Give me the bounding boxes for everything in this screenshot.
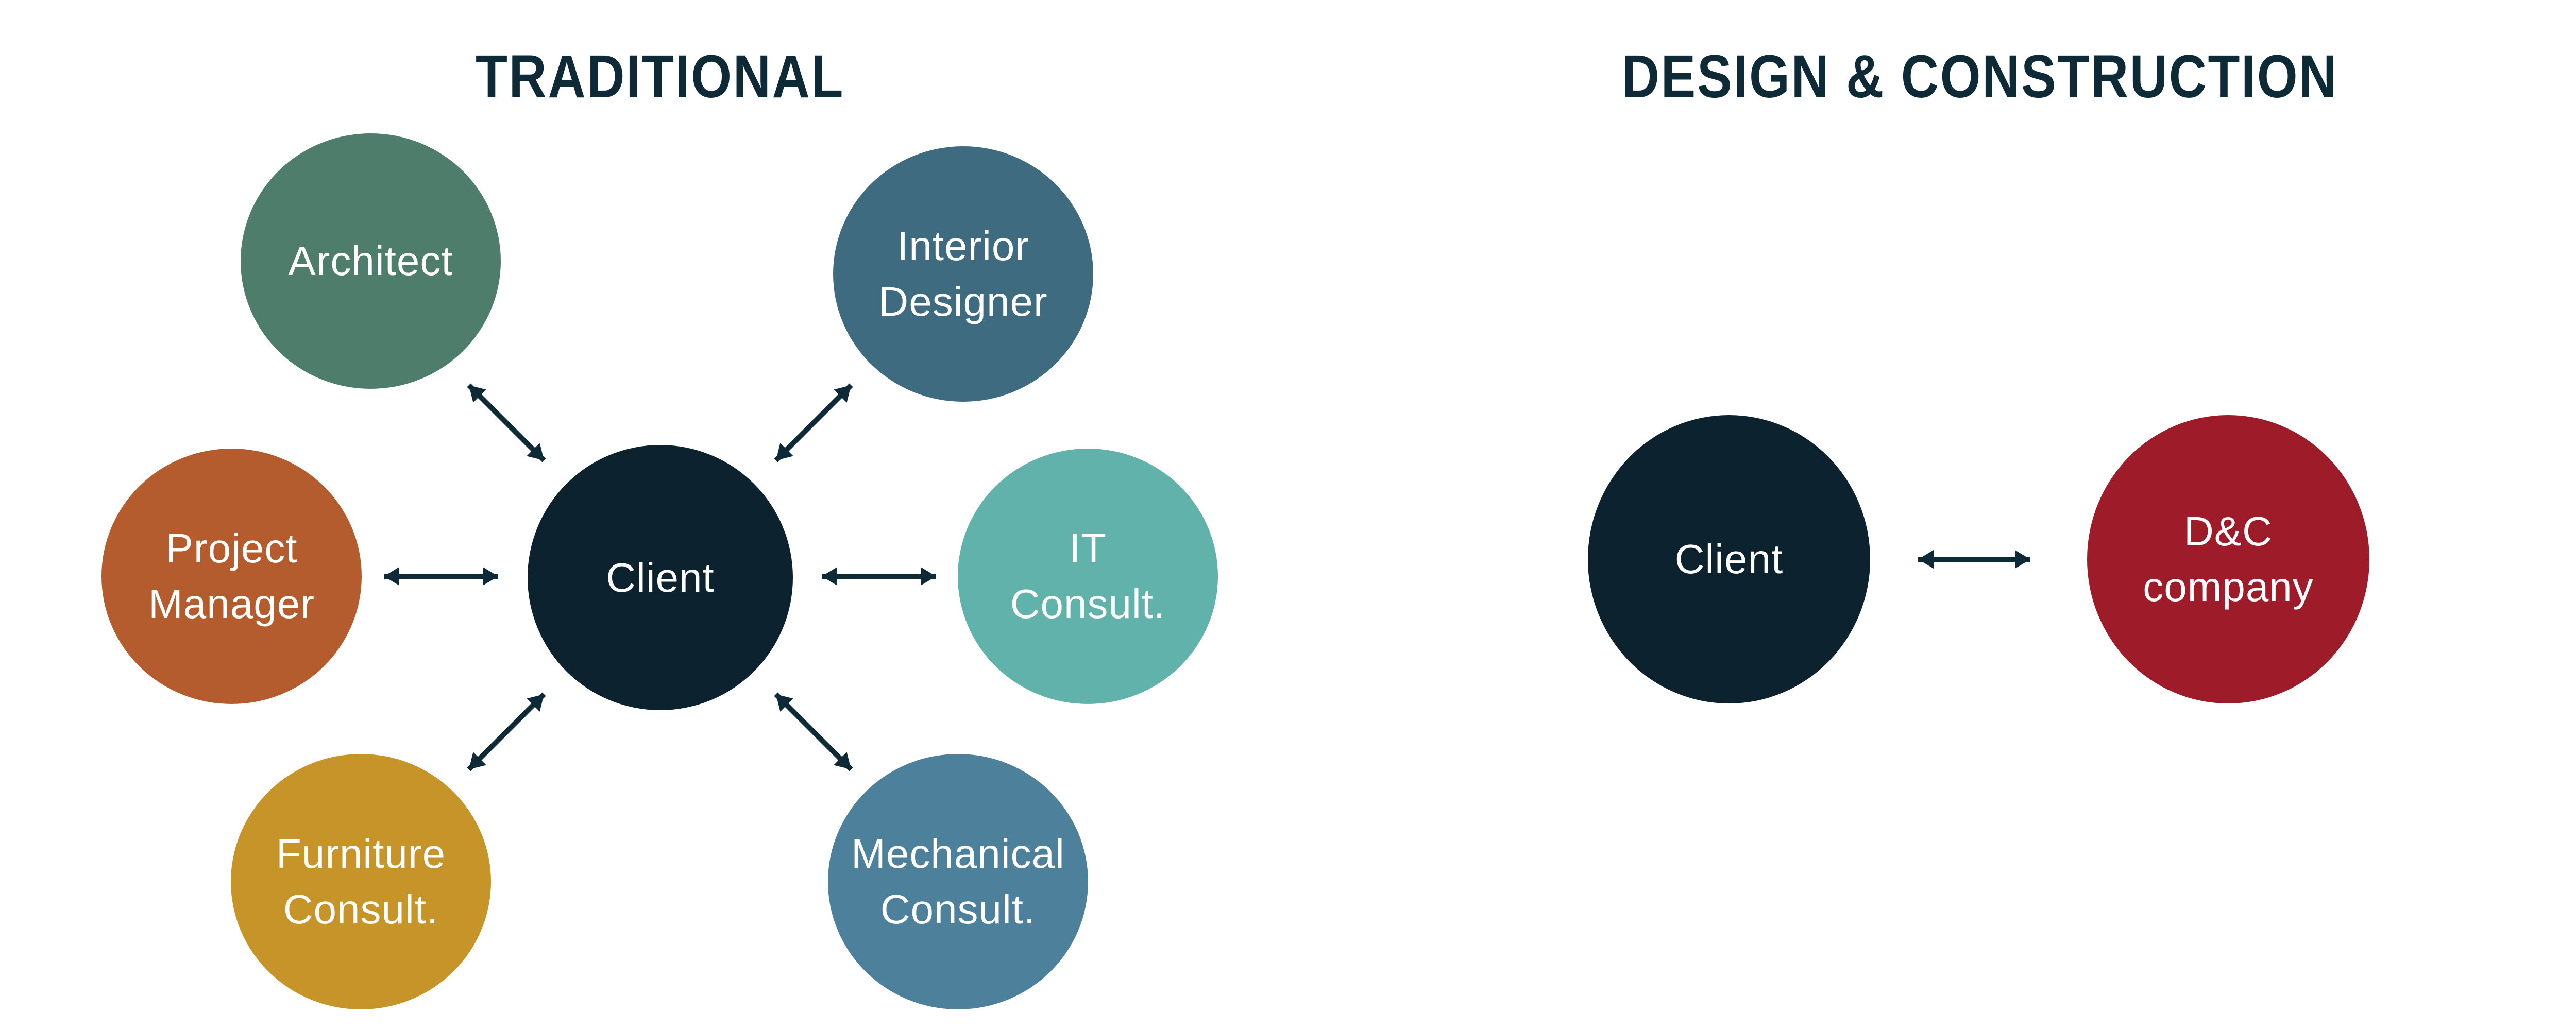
node-client-design-construction-label: Client bbox=[1674, 536, 1784, 582]
node-mechanical-consultant-label: Mechanical Consult. bbox=[851, 831, 1065, 932]
arrow-client-interior-designer bbox=[774, 383, 853, 462]
node-interior-designer: Interior Designer bbox=[833, 146, 1093, 402]
node-dc-company: D&C company bbox=[2087, 415, 2369, 703]
node-project-manager-label: Project Manager bbox=[148, 525, 315, 627]
node-it-consultant: IT Consult. bbox=[958, 449, 1218, 704]
node-furniture-consultant-label: Furniture Consult. bbox=[276, 831, 446, 932]
node-it-consultant-label: IT Consult. bbox=[1010, 525, 1166, 627]
design-construction-diagram-title: DESIGN & CONSTRUCTION bbox=[1621, 43, 2338, 111]
node-dc-company-label: D&C company bbox=[2143, 508, 2314, 610]
arrow-client-furniture-consultant bbox=[467, 692, 546, 771]
node-client-traditional: Client bbox=[528, 445, 793, 710]
node-client-design-construction: Client bbox=[1588, 415, 1870, 703]
node-interior-designer-label: Interior Designer bbox=[878, 223, 1048, 324]
node-project-manager: Project Manager bbox=[101, 449, 362, 704]
node-architect-label: Architect bbox=[288, 238, 453, 284]
arrow-client-architect bbox=[467, 383, 546, 462]
node-mechanical-consultant: Mechanical Consult. bbox=[828, 754, 1088, 1009]
node-client-traditional-label: Client bbox=[606, 554, 715, 600]
arrow-client-mechanical-consultant bbox=[774, 692, 853, 771]
node-furniture-consultant: Furniture Consult. bbox=[231, 754, 491, 1009]
node-architect: Architect bbox=[241, 133, 501, 389]
traditional-diagram-title: TRADITIONAL bbox=[475, 43, 845, 111]
